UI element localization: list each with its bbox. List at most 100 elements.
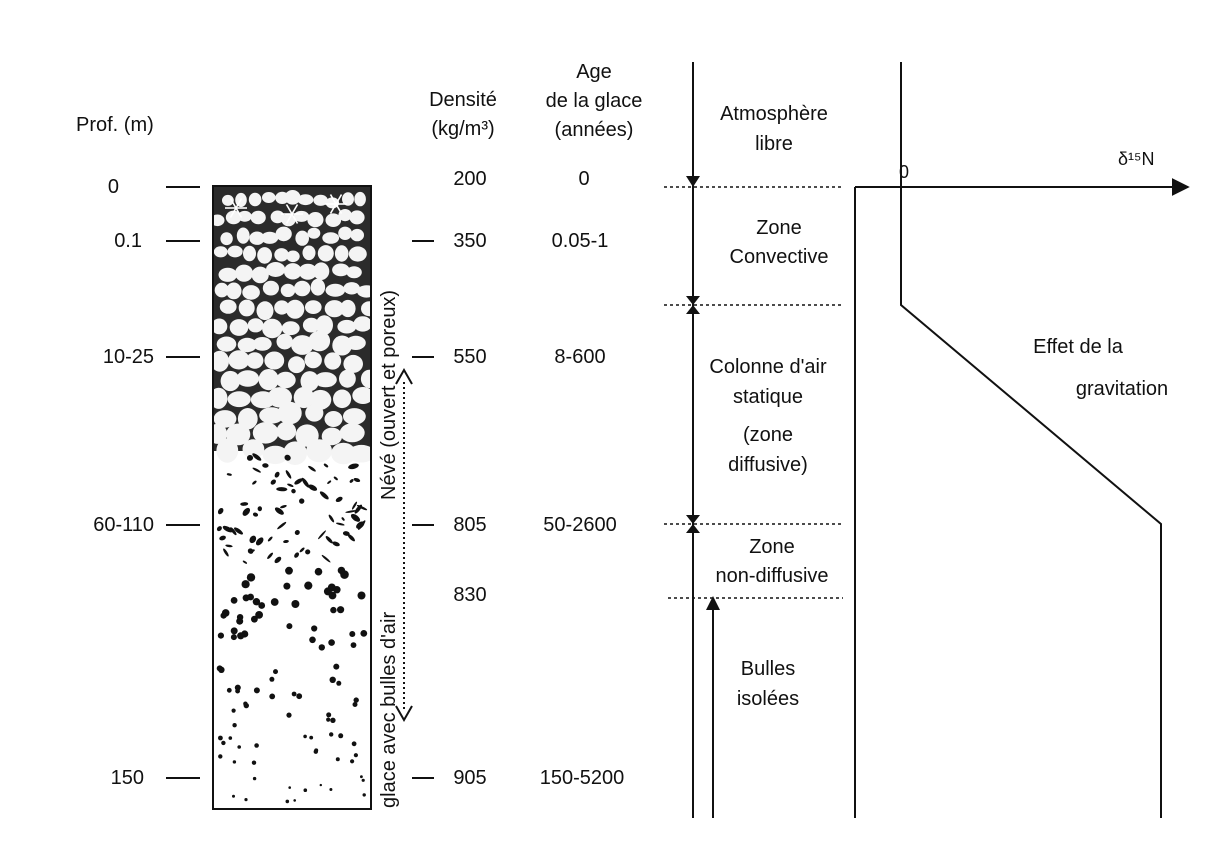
firn-grain bbox=[324, 352, 342, 370]
air-bubble bbox=[311, 625, 318, 632]
air-bubble bbox=[314, 567, 323, 576]
firn-grain bbox=[237, 337, 257, 353]
air-bubble bbox=[326, 712, 332, 718]
pore-fragment bbox=[323, 463, 329, 468]
age-value: 50-2600 bbox=[543, 514, 617, 536]
air-bubble bbox=[288, 786, 292, 789]
pore-fragment bbox=[240, 502, 249, 506]
firn-grain bbox=[261, 231, 279, 244]
firn-grain bbox=[219, 299, 237, 314]
snowflake-icons bbox=[225, 194, 347, 224]
air-bubble bbox=[337, 566, 346, 575]
firn-grain bbox=[313, 262, 330, 281]
pore-fragment bbox=[336, 522, 345, 526]
firn-grain bbox=[236, 370, 260, 387]
density-value: 350 bbox=[453, 230, 487, 252]
air-bubble bbox=[362, 793, 366, 797]
firn-grain bbox=[274, 300, 290, 315]
pore-fragment bbox=[233, 527, 244, 535]
pore-fragment bbox=[270, 479, 276, 485]
air-bubble bbox=[353, 753, 358, 758]
zone-static-line4: diffusive) bbox=[728, 454, 808, 476]
air-bubble bbox=[351, 741, 357, 747]
neve-label: Névé (ouvert et poreux) bbox=[378, 289, 400, 500]
pore-fragment bbox=[257, 506, 263, 512]
air-bubble bbox=[232, 794, 235, 798]
firn-grain bbox=[294, 280, 311, 297]
pore-fragment bbox=[255, 537, 264, 546]
zone-nondiffusive-line1: Zone bbox=[749, 536, 795, 558]
firn-grain bbox=[242, 285, 260, 300]
firn-grain bbox=[285, 299, 305, 319]
air-bubble bbox=[246, 573, 256, 582]
firn-grain bbox=[317, 245, 334, 262]
pore-fragment bbox=[226, 473, 232, 476]
firn-grain bbox=[333, 389, 352, 409]
air-bubble bbox=[330, 606, 337, 614]
snowflake-icon bbox=[281, 204, 303, 224]
pore-fragment bbox=[325, 536, 333, 544]
firn-grain bbox=[338, 226, 352, 240]
air-bubble bbox=[273, 669, 278, 675]
pore-fragment bbox=[294, 530, 300, 535]
firn-grain bbox=[275, 226, 292, 242]
air-bubble bbox=[221, 740, 226, 746]
depth-header: Prof. (m) bbox=[76, 114, 154, 136]
firn-grain bbox=[277, 401, 302, 425]
depth-value: 150 bbox=[110, 767, 144, 789]
pore-fragment bbox=[285, 470, 292, 479]
firn-grain bbox=[228, 350, 250, 370]
firn-grain bbox=[305, 300, 322, 314]
firn-grain bbox=[262, 445, 288, 465]
pore-fragment bbox=[308, 484, 318, 491]
firn-grain bbox=[325, 213, 342, 227]
pore-fragment bbox=[328, 514, 335, 523]
firn-grain bbox=[276, 333, 293, 350]
pore-fragment bbox=[321, 554, 331, 563]
zone-convective-line1: Zone bbox=[756, 217, 802, 239]
firn-grain bbox=[229, 319, 249, 336]
air-bubble bbox=[293, 799, 297, 802]
air-bubble bbox=[218, 754, 223, 759]
air-bubble bbox=[291, 691, 297, 697]
pore-fragment bbox=[353, 477, 361, 483]
firn-grain bbox=[331, 442, 356, 465]
firn-grain bbox=[291, 335, 314, 355]
firn-grain bbox=[280, 283, 296, 297]
firn-grain bbox=[347, 444, 371, 463]
zone-convective-line2: Convective bbox=[729, 246, 829, 268]
air-bubble bbox=[330, 717, 336, 723]
pore-fragment bbox=[274, 556, 282, 564]
pore-fragment bbox=[284, 454, 291, 461]
air-bubble bbox=[251, 760, 257, 765]
air-bubble bbox=[258, 602, 266, 609]
air-bubble bbox=[247, 593, 255, 601]
firn-grain bbox=[293, 386, 315, 409]
zone-atmosphere-line2: libre bbox=[755, 133, 793, 155]
air-bubble bbox=[252, 776, 257, 781]
air-bubble bbox=[230, 627, 238, 635]
pore-fragment bbox=[242, 560, 248, 564]
pore-fragment bbox=[308, 465, 316, 472]
firn-grain bbox=[242, 439, 265, 459]
air-bubble bbox=[252, 598, 261, 606]
firn-grain bbox=[360, 369, 371, 389]
firn-grain bbox=[213, 410, 237, 428]
age-value: 0.05-1 bbox=[551, 230, 609, 252]
air-bubble bbox=[230, 634, 237, 641]
age-header-line2: de la glace bbox=[545, 90, 643, 112]
pore-fragment bbox=[274, 507, 284, 515]
pore-fragment bbox=[335, 496, 343, 503]
firn-grain bbox=[227, 391, 251, 408]
air-bubble bbox=[361, 778, 365, 782]
density-value: 830 bbox=[453, 584, 487, 606]
density-value: 200 bbox=[453, 168, 487, 190]
density-header-line1: Densité bbox=[429, 89, 497, 111]
air-bubble bbox=[329, 676, 336, 683]
air-bubble bbox=[254, 743, 259, 748]
firn-grain bbox=[256, 301, 274, 321]
pore-fragment bbox=[294, 552, 300, 558]
air-bubble bbox=[314, 748, 319, 753]
pore-fragment bbox=[287, 483, 294, 487]
pore-fragment bbox=[305, 549, 311, 555]
